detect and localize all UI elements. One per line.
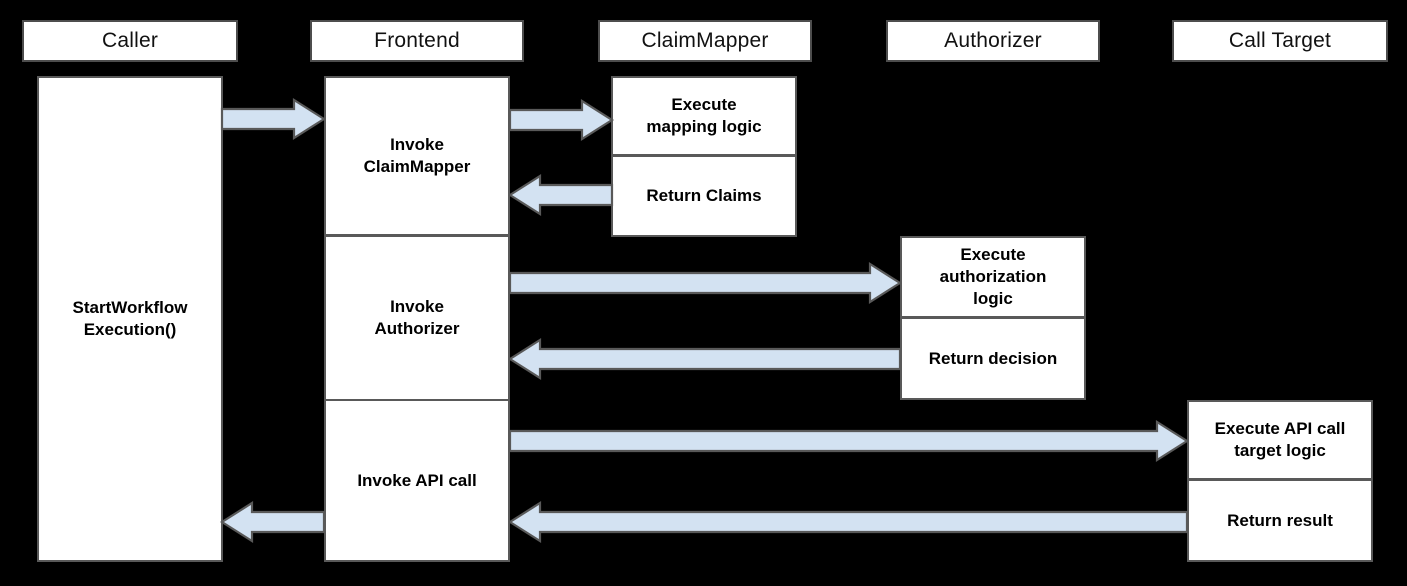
- lane-header-calltarget: Call Target: [1172, 20, 1388, 62]
- message-arrow-caller-to-frontend: [220, 98, 327, 140]
- message-arrow-authorizer-to-frontend: [507, 338, 902, 380]
- lane-header-label: Call Target: [1228, 29, 1332, 52]
- activity-label: Invoke API call: [357, 470, 477, 490]
- activity-calltarget-return-result: Return result: [1187, 480, 1373, 562]
- activity-frontend-invoke-api-call: Invoke API call: [324, 400, 510, 562]
- lane-header-authorizer: Authorizer: [886, 20, 1100, 62]
- activity-claimmapper-return-claims: Return Claims: [611, 156, 797, 237]
- lane-header-label: Authorizer: [944, 29, 1042, 52]
- lane-header-label: Frontend: [374, 29, 460, 52]
- lane-header-label: ClaimMapper: [641, 29, 769, 52]
- activity-label: Return decision: [928, 348, 1058, 368]
- message-arrow-frontend-to-caller: [219, 501, 326, 543]
- lane-header-claimmapper: ClaimMapper: [598, 20, 812, 62]
- lane-header-label: Caller: [101, 29, 159, 52]
- message-arrow-frontend-to-calltarget: [508, 420, 1190, 462]
- activity-label: Return result: [1227, 510, 1333, 530]
- message-arrow-claimmapper-to-frontend: [507, 174, 614, 216]
- message-arrow-frontend-to-authorizer: [508, 262, 903, 304]
- lane-header-frontend: Frontend: [310, 20, 524, 62]
- message-arrow-calltarget-to-frontend: [507, 501, 1189, 543]
- lane-header-caller: Caller: [22, 20, 238, 62]
- message-arrow-frontend-to-claimmapper: [508, 99, 615, 141]
- activity-authorizer-return-decision: Return decision: [900, 318, 1086, 400]
- activity-label: Return Claims: [646, 186, 762, 206]
